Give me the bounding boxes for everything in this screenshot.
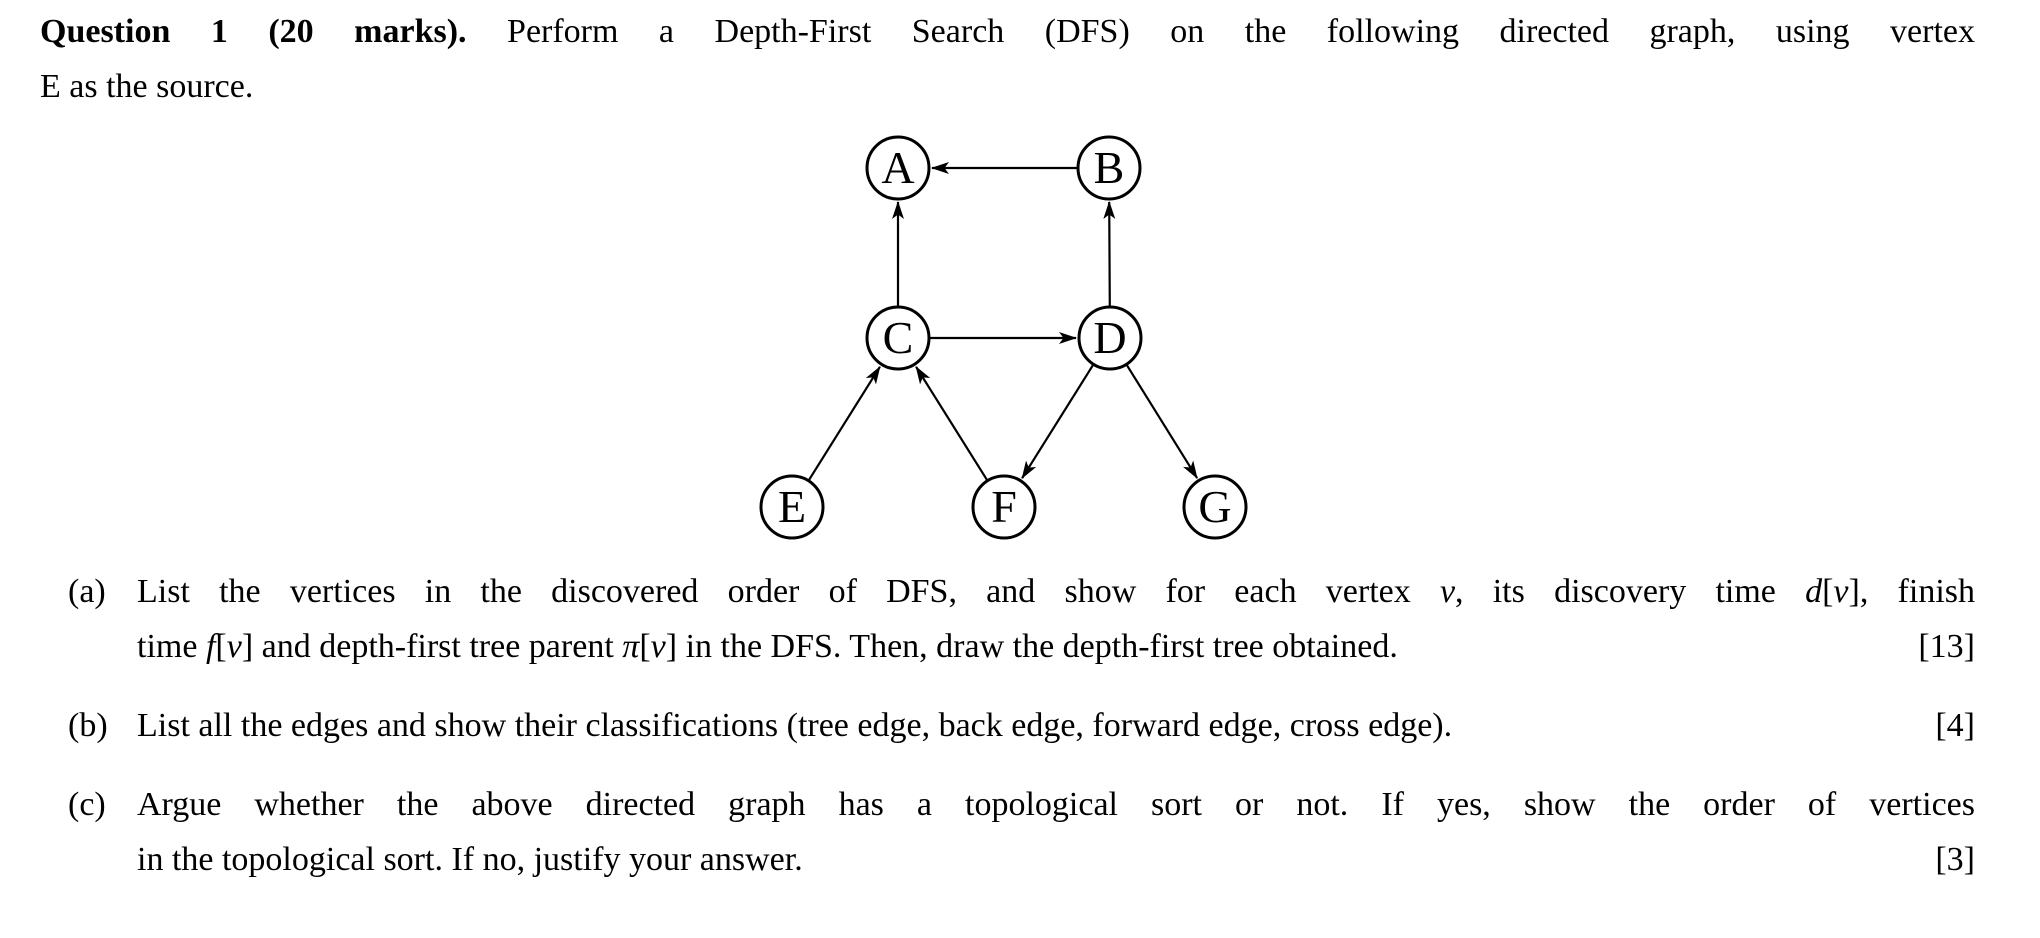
bracket: [	[639, 628, 651, 665]
question-header-line-2: E as the source.	[40, 68, 254, 105]
math-v: v	[1833, 573, 1849, 610]
graph-node-E	[759, 474, 825, 540]
text-segment: time	[137, 628, 206, 665]
math-v: v	[226, 628, 242, 665]
bracket: ]	[241, 628, 254, 665]
directed-graph-figure: A B C D E F G	[40, 114, 1975, 564]
question-item-a: (a) List the vertices in the discovered …	[40, 564, 1975, 674]
graph-node-D	[1077, 305, 1143, 371]
item-c-marks-badge: [3]	[1935, 841, 1975, 878]
graph-edge-F-C	[915, 365, 988, 481]
graph-edge-E-C	[808, 365, 881, 481]
graph-edge-D-B	[1103, 201, 1116, 307]
item-a-body: List the vertices in the discovered orde…	[137, 564, 1975, 674]
graph-node-label-D: D	[1093, 312, 1126, 363]
bracket: ]	[1848, 573, 1860, 610]
item-b-line-1: List all the edges and show their classi…	[137, 698, 1975, 753]
graph-node-label-G: G	[1198, 481, 1231, 532]
item-c-label: (c)	[68, 786, 106, 823]
text-segment: , its discovery time	[1455, 573, 1806, 610]
graph-nodes: A B C D E F G	[759, 135, 1248, 540]
bracket: ]	[665, 628, 678, 665]
text-segment: Argue whether the above directed graph h…	[137, 786, 1975, 823]
math-d: d	[1805, 573, 1823, 610]
graph-edge-D-F	[1021, 364, 1094, 480]
graph-node-F	[971, 474, 1037, 540]
item-b-marks-badge: [4]	[1935, 707, 1975, 744]
item-a-marks-badge: [13]	[1918, 628, 1975, 665]
graph-node-label-A: A	[881, 142, 914, 193]
item-c-body: Argue whether the above directed graph h…	[137, 777, 1975, 887]
question-items: (a) List the vertices in the discovered …	[40, 564, 1975, 887]
question-header-line-1: Question 1 (20 marks). Perform a Depth-F…	[40, 4, 1975, 59]
item-a-line-2-text: time f[v] and depth-first tree parent π[…	[137, 619, 1398, 674]
graph-node-label-F: F	[991, 481, 1017, 532]
item-a-label: (a)	[68, 573, 106, 610]
math-v: v	[650, 628, 666, 665]
text-segment: List the vertices in the discovered orde…	[137, 573, 1440, 610]
question-item-c: (c) Argue whether the above directed gra…	[40, 777, 1975, 887]
question-header: Question 1 (20 marks). Perform a Depth-F…	[40, 4, 1975, 114]
math-f: f	[205, 628, 216, 665]
text-segment: and depth-first tree parent	[253, 628, 623, 665]
item-b-label: (b)	[68, 707, 108, 744]
graph-svg: A B C D E F G	[759, 135, 1248, 540]
bracket: [	[1822, 573, 1834, 610]
math-pi: π	[622, 628, 640, 665]
graph-edge-D-G	[1125, 364, 1199, 479]
graph-node-A	[865, 135, 931, 201]
text-segment: in the DFS. Then, draw the depth-first t…	[677, 628, 1398, 665]
text-segment: in the topological sort. If no, justify …	[137, 841, 803, 878]
text-segment: , finish	[1859, 573, 1975, 610]
item-c-line-1: Argue whether the above directed graph h…	[137, 777, 1975, 832]
graph-edges	[808, 162, 1199, 481]
graph-node-C	[865, 305, 931, 371]
item-c-line-2: in the topological sort. If no, justify …	[137, 832, 1975, 887]
question-item-b: (b) List all the edges and show their cl…	[40, 698, 1975, 753]
text-segment: List all the edges and show their classi…	[137, 707, 1453, 744]
graph-node-G	[1182, 474, 1248, 540]
graph-node-label-B: B	[1094, 142, 1125, 193]
graph-node-B	[1076, 135, 1142, 201]
item-a-line-2: time f[v] and depth-first tree parent π[…	[137, 619, 1975, 674]
graph-node-label-C: C	[883, 312, 914, 363]
graph-node-label-E: E	[778, 481, 806, 532]
bracket: [	[215, 628, 227, 665]
item-b-body: List all the edges and show their classi…	[137, 698, 1975, 753]
question-intro-text: Perform a Depth-First Search (DFS) on th…	[507, 13, 1976, 50]
math-v: v	[1439, 573, 1456, 610]
item-a-line-1: List the vertices in the discovered orde…	[137, 564, 1975, 619]
question-title: Question 1 (20 marks).	[40, 13, 467, 50]
